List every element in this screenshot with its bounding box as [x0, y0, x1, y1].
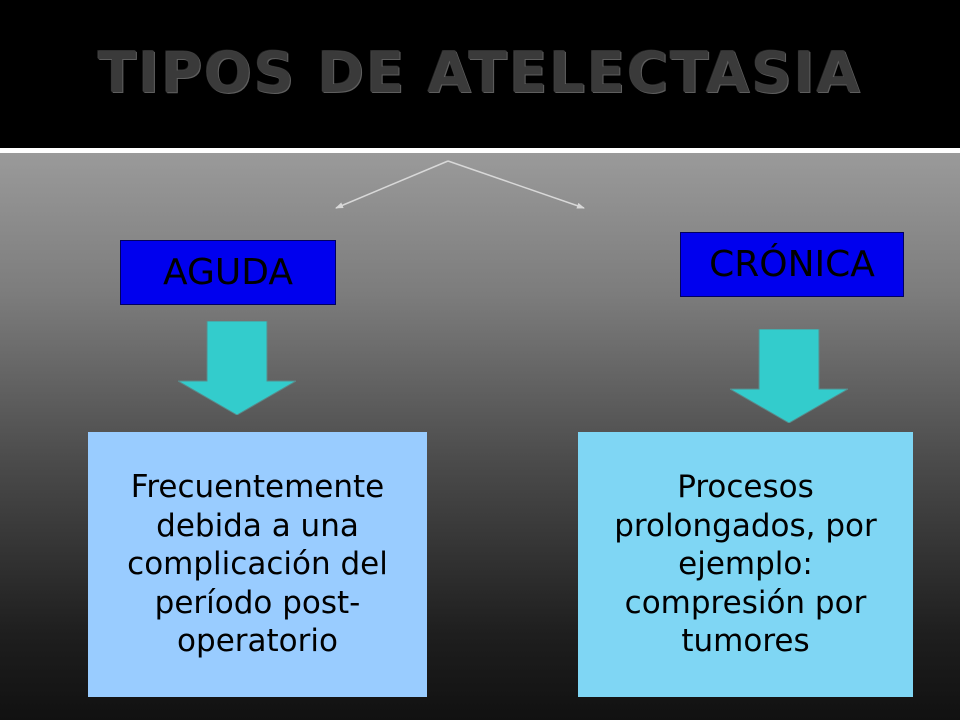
chronic-description-box: Procesos prolongados, por ejemplo: compr… [578, 432, 913, 697]
chronic-down-arrow-icon [730, 329, 848, 423]
acute-label: AGUDA [163, 252, 293, 293]
chronic-label-box: CRÓNICA [680, 232, 904, 297]
acute-label-box: AGUDA [120, 240, 336, 305]
title-bar: TIPOS DE ATELECTASIA [0, 0, 960, 148]
acute-down-arrow-icon [178, 321, 296, 415]
title-divider [0, 148, 960, 153]
acute-description-box: Frecuentemente debida a una complicación… [88, 432, 427, 697]
acute-description: Frecuentemente debida a una complicación… [127, 469, 388, 660]
slide-title: TIPOS DE ATELECTASIA [98, 41, 862, 106]
chronic-label: CRÓNICA [709, 244, 875, 285]
chronic-description: Procesos prolongados, por ejemplo: compr… [614, 469, 877, 660]
